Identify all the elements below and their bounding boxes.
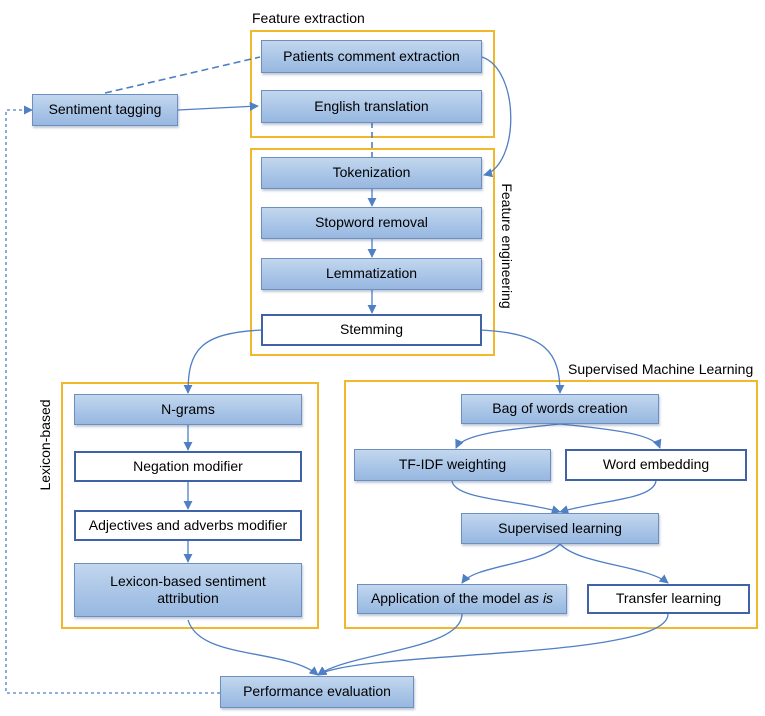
performance-evaluation-node: Performance evaluation (220, 676, 414, 708)
application-model-text: Application of the model as is (371, 590, 553, 608)
feature-engineering-frame (250, 148, 495, 356)
application-emphasis: as is (524, 590, 554, 607)
lexicon-sentiment-line1: Lexicon-based sentiment (110, 572, 266, 589)
link-lexicon-performance (187, 619, 319, 676)
tfidf-weighting-node: TF-IDF weighting (354, 449, 551, 481)
bag-of-words-node: Bag of words creation (461, 394, 659, 424)
lemmatization-node: Lemmatization (261, 258, 482, 290)
application-prefix: Application of the model (370, 590, 525, 607)
supervised-ml-frame (344, 380, 758, 629)
link-supervised-application (461, 543, 561, 584)
link-tagging-translation (177, 101, 259, 111)
link-bow-embedding (559, 423, 662, 449)
link-transfer-performance (317, 613, 669, 676)
adjectives-adverbs-modifier-node: Adjectives and adverbs modifier (74, 510, 302, 541)
english-translation-node: English translation (261, 90, 482, 123)
feature-extraction-title: Feature extraction (252, 10, 365, 26)
patients-comment-extraction-node: Patients comment extraction (261, 40, 482, 73)
tokenization-node: Tokenization (261, 157, 482, 189)
ngrams-node: N-grams (74, 394, 302, 425)
negation-modifier-node: Negation modifier (74, 451, 302, 482)
lexicon-sentiment-attribution-node: Lexicon-based sentiment attribution (74, 563, 302, 617)
word-embedding-node: Word embedding (565, 449, 747, 481)
sentiment-tagging-node: Sentiment tagging (32, 94, 178, 126)
supervised-learning-node: Supervised learning (461, 513, 659, 544)
link-application-performance (317, 613, 463, 676)
lexicon-based-frame (61, 382, 319, 629)
link-tagging-patients (104, 56, 261, 94)
supervised-ml-title: Supervised Machine Learning (568, 361, 754, 377)
lexicon-sentiment-line2: attribution (157, 590, 219, 606)
transfer-learning-node: Transfer learning (587, 584, 750, 614)
link-performance-tagging-feedback (5, 105, 220, 694)
link-embedding-supervised (559, 480, 657, 515)
link-supervised-transfer (559, 543, 669, 584)
link-patients-tokenization (481, 56, 512, 178)
link-stemming-bow (479, 329, 565, 394)
stemming-node: Stemming (261, 314, 482, 346)
stopword-removal-node: Stopword removal (261, 207, 482, 239)
link-stemming-ngrams (183, 329, 263, 394)
link-tfidf-supervised (451, 480, 561, 515)
application-model-node: Application of the model as is (357, 584, 567, 614)
link-bow-tfidf (455, 423, 561, 449)
